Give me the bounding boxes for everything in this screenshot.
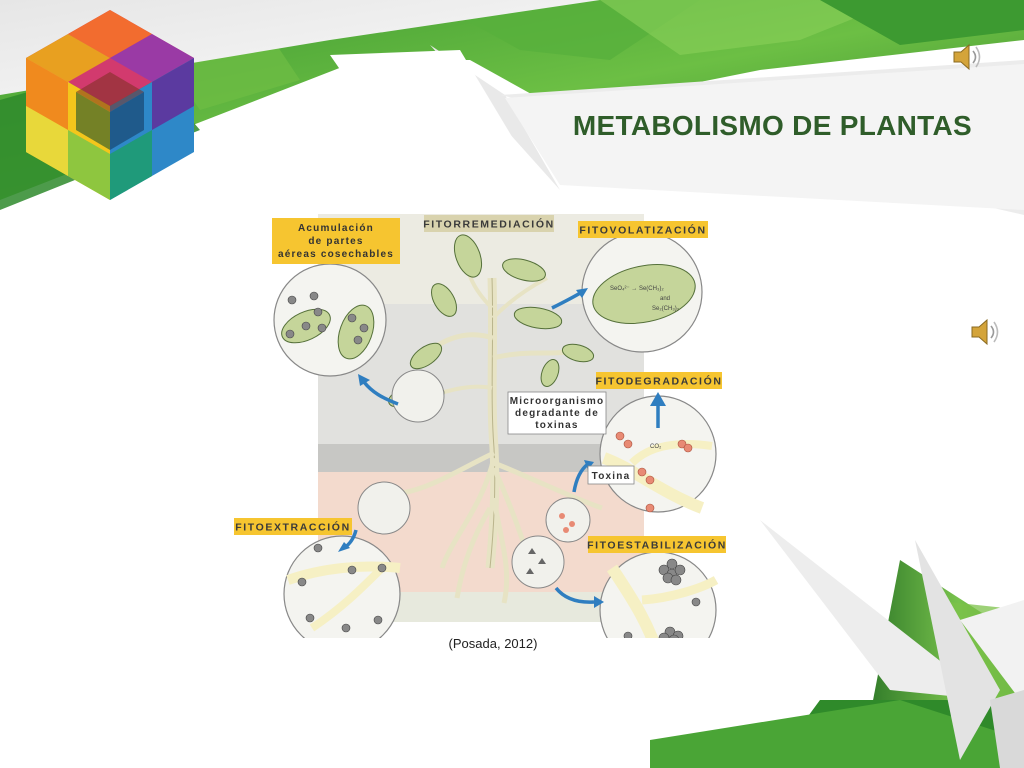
fitodegradacion-box: [596, 372, 722, 389]
source-caption: (Posada, 2012): [448, 636, 538, 651]
microorganismo-line-3: toxinas: [535, 420, 578, 431]
phytoremediation-diagram: SeO₄²⁻ → Se(CH₃)₂ and Se₂(CH₃)₂ CO₂: [234, 214, 727, 638]
fitoestabilizacion-box: [588, 536, 726, 553]
acumulacion-line-3: aéreas cosechables: [278, 249, 394, 260]
microorganismo-box: [507, 391, 607, 435]
fitoextraccion-label: FITOEXTRACCIÓN: [235, 521, 351, 534]
microorganismo-line-1: Microorganismo: [510, 396, 605, 407]
fitodegradacion-label: FITODEGRADACIÓN: [595, 375, 722, 388]
fitovolatizacion-label: FITOVOLATIZACIÓN: [579, 224, 706, 237]
fitorremediacion-label: FITORREMEDIACIÓN: [423, 218, 555, 231]
fitoestabilizacion-label: FITOESTABILIZACIÓN: [587, 539, 727, 552]
acumulacion-line-1: Acumulación: [298, 223, 374, 234]
toxina-box: [587, 465, 635, 485]
roots: [401, 450, 603, 604]
vol-formula-2: and: [660, 296, 670, 302]
acumulacion-line-2: de partes: [308, 236, 363, 247]
vol-formula-1: SeO₄²⁻ → Se(CH₃)₂: [610, 286, 664, 292]
microorganismo-line-2: degradante de: [515, 408, 599, 419]
fitovolatizacion-box: [578, 221, 708, 238]
fitoextraccion-box: [234, 518, 352, 535]
fitorremediacion-box: [424, 215, 554, 232]
logo: [26, 10, 194, 200]
speaker-icon[interactable]: [968, 315, 1002, 349]
slide-title: METABOLISMO DE PLANTAS: [572, 110, 972, 141]
acumulacion-box: [272, 218, 400, 264]
speaker-icon[interactable]: [950, 40, 984, 74]
co2-label: CO₂: [650, 444, 662, 450]
vol-formula-3: Se₂(CH₃)₂: [652, 306, 680, 312]
toxina-label: Toxina: [592, 471, 631, 482]
